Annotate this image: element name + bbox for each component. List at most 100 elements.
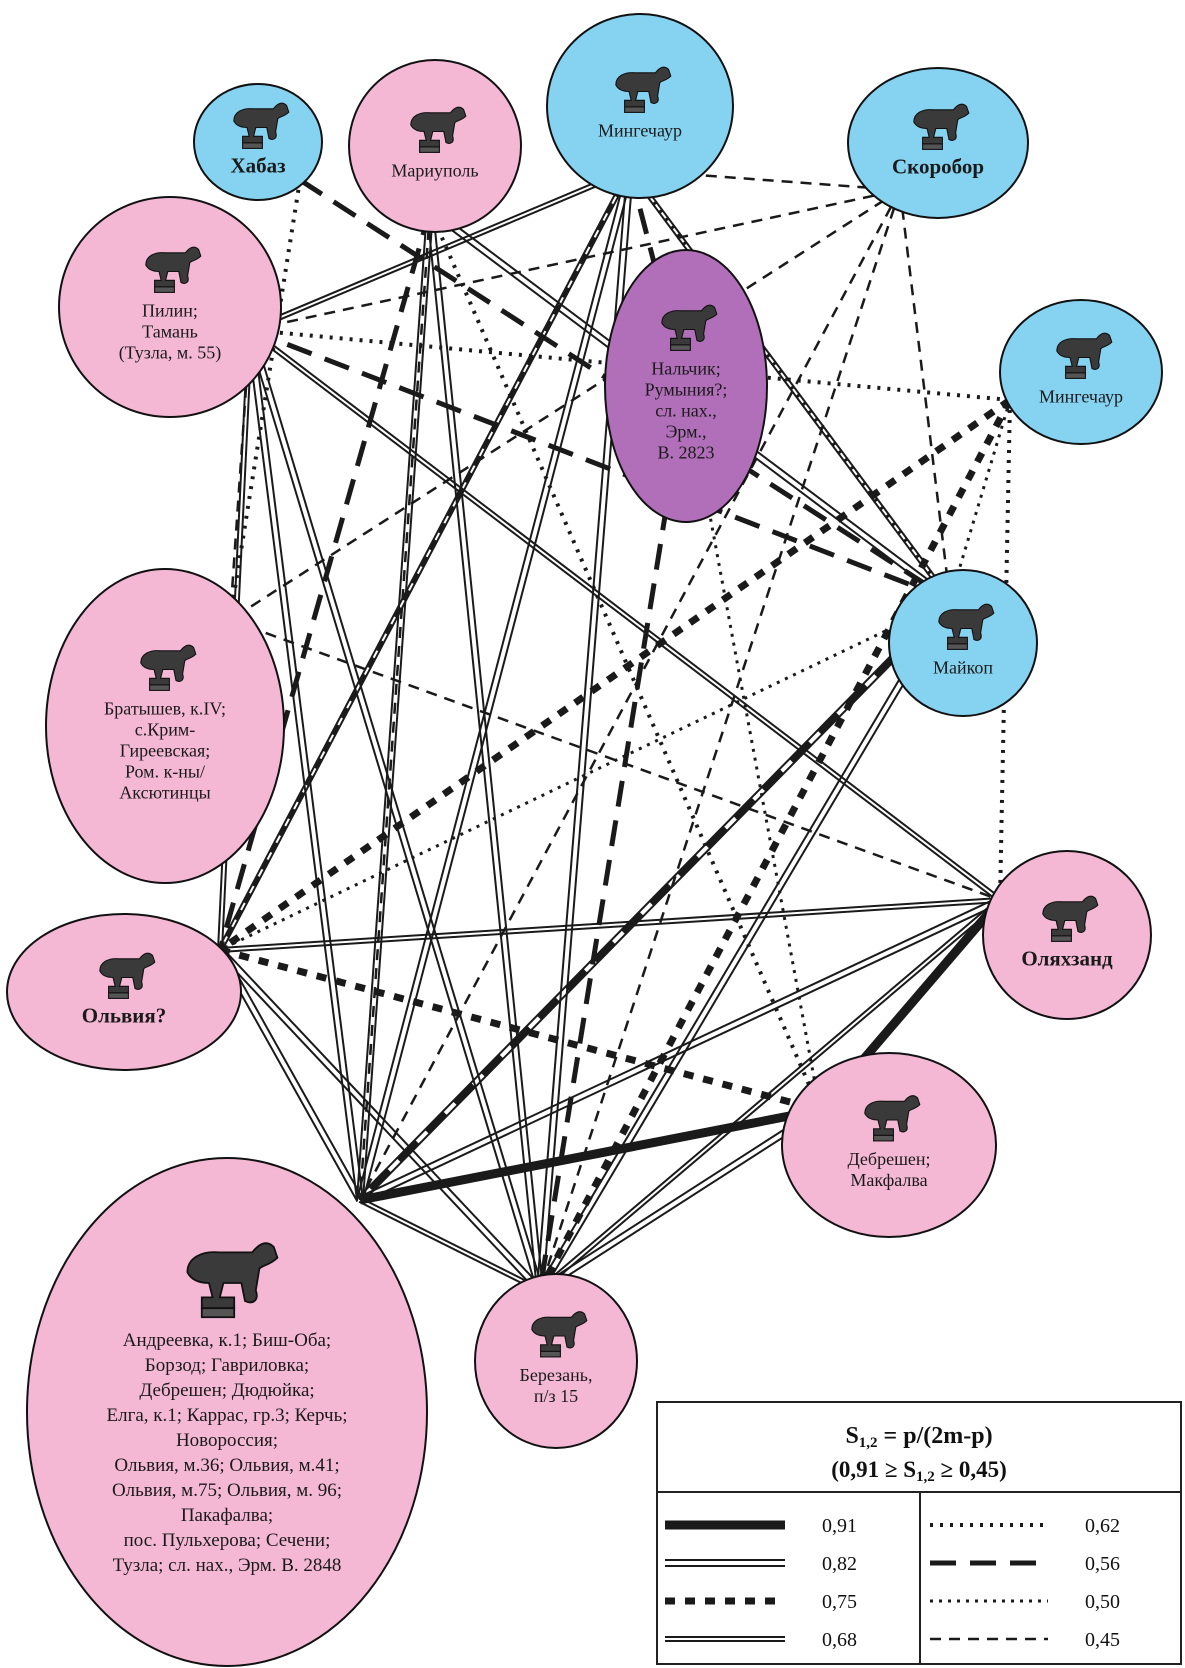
edge-line-a [627,170,950,602]
animal-figurine-icon [145,246,202,293]
edge-line-b [360,901,1002,1204]
legend-value-label: 0,91 [822,1515,857,1537]
edge-mingechaur1-andreevka [356,168,634,1202]
edge-line [537,385,689,1291]
legend-item: 0,75 [665,1591,857,1613]
legend-value-label: 0,56 [1085,1553,1120,1575]
animal-figurine-icon [1056,332,1113,379]
node-olvia: Ольвия? [6,913,242,1071]
edge-olvia-olyakhzand [219,897,1001,953]
edge-andreevka-berezan [358,1197,542,1293]
edge-line [538,189,902,1291]
node-label: Березань, [520,1365,593,1385]
node-label: Новороссия; [176,1430,278,1451]
edge-nalchik-berezan [537,385,689,1291]
animal-figurine-icon [938,603,995,650]
edge-bratyshev-olyakhzand [229,618,1001,902]
legend-value-label: 0,45 [1085,1629,1120,1651]
edge-line-a [220,900,1001,953]
edge-skorobor-maikop [898,189,952,601]
legend-box: S1,2 = p/(2m-p) (0,91 ≥ S1,2 ≥ 0,45) 0,9… [656,1401,1182,1665]
edge-line-a [217,168,630,950]
node-label: с.Крим- [135,719,196,739]
edge-line [219,946,821,1114]
edge-mariupol-andreevka [358,209,432,1201]
node-skorobor: Скоробор [847,67,1029,219]
edge-line [218,169,632,951]
node-habaz: Хабаз [193,83,323,201]
edge-habaz-maikop [298,177,952,603]
edge-line-a [217,951,539,1293]
animal-figurine-icon [410,106,467,153]
legend-item: 0,68 [665,1629,857,1651]
node-pilin: Пилин;Тамань(Тузла, м. 55) [58,196,282,418]
edge-line-b [251,329,364,1200]
edge-line-a [246,330,359,1201]
node-label: Румыния?; [645,379,728,399]
edge-pilin-berezan [246,328,544,1292]
legend-item: 0,82 [665,1553,857,1575]
animal-figurine-icon [99,952,156,999]
edge-line [228,179,302,621]
legend-item: 0,45 [930,1629,1120,1651]
edge-line-b [431,209,544,1290]
edge-debreshen-andreevka [359,1105,821,1205]
legend-item: 0,50 [930,1591,1120,1613]
legend-value-label: 0,82 [822,1553,857,1575]
edge-line [358,209,432,1201]
edge-maikop-andreevka [358,598,952,1202]
edge-olyakhzand-berezan [538,897,1002,1293]
node-maikop: Майкоп [888,569,1038,717]
animal-figurine-icon [233,102,290,149]
node-label: (Тузла, м. 55) [119,342,222,363]
node-ellipse [474,1273,638,1449]
node-ellipse [58,196,282,418]
edge-skorobor-andreevka [358,189,902,1201]
node-mingechaur1: Мингечаур [546,13,734,199]
node-nalchik: Нальчик;Румыния?;сл. нах.,Эрм.,В. 2823 [604,249,768,523]
node-label: Борзод; Гавриловка; [145,1355,309,1376]
node-label: Мариуполь [391,160,478,180]
animal-figurine-icon [661,304,718,351]
edge-line-b [248,167,630,330]
node-label: Тузла; сл. нах., Эрм. В. 2848 [113,1555,342,1576]
edge-mingechaur2-olvia [218,397,1012,953]
edge-line-a [357,597,949,1199]
edge-mingechaur1-maikop [627,168,953,602]
edge-olvia-debreshen [219,946,821,1114]
node-label: Мингечаур [598,120,682,140]
legend-item: 0,62 [930,1515,1120,1537]
edge-line-a [356,168,629,1200]
animal-figurine-icon [186,1242,279,1319]
legend-value-label: 0,50 [1085,1591,1120,1613]
edge-line-a [246,330,539,1292]
edge-habaz-bratyshev [228,179,302,621]
node-label: Пакафалва; [181,1505,273,1526]
node-olyakhzand: Оляхзанд [982,850,1152,1020]
edge-skorobor-berezan [538,189,902,1291]
legend-range: (0,91 ≥ S1,2 ≥ 0,45) [831,1457,1007,1485]
edge-mariupol-andreevka [356,209,434,1201]
edges-layer [216,167,1014,1294]
edge-line-b [221,947,543,1289]
node-label: Братышев, к.IV; [104,698,226,718]
node-label: Нальчик; [651,358,720,378]
edge-line [684,385,822,1111]
animal-figurine-icon [615,66,672,113]
node-label: Эрм., [665,421,706,441]
legend-item: 0,91 [665,1515,857,1537]
edge-line [249,327,951,603]
node-label: Дебрешен; Дюдюйка; [139,1380,314,1401]
edge-line-b [540,900,1002,1293]
edge-mingechaur1-olvia [217,168,633,952]
edge-line [218,397,1012,953]
legend-value-label: 0,62 [1085,1515,1120,1537]
edge-mingechaur2-berezan [536,398,1014,1292]
animal-figurine-icon [1042,895,1099,942]
edge-line-a [538,897,1000,1290]
edge-line-b [221,948,364,1200]
node-ellipse [45,568,285,884]
animal-figurine-icon [140,644,197,691]
node-andreevka: Андреевка, к.1; Биш-Оба;Борзод; Гаврилов… [26,1157,428,1667]
